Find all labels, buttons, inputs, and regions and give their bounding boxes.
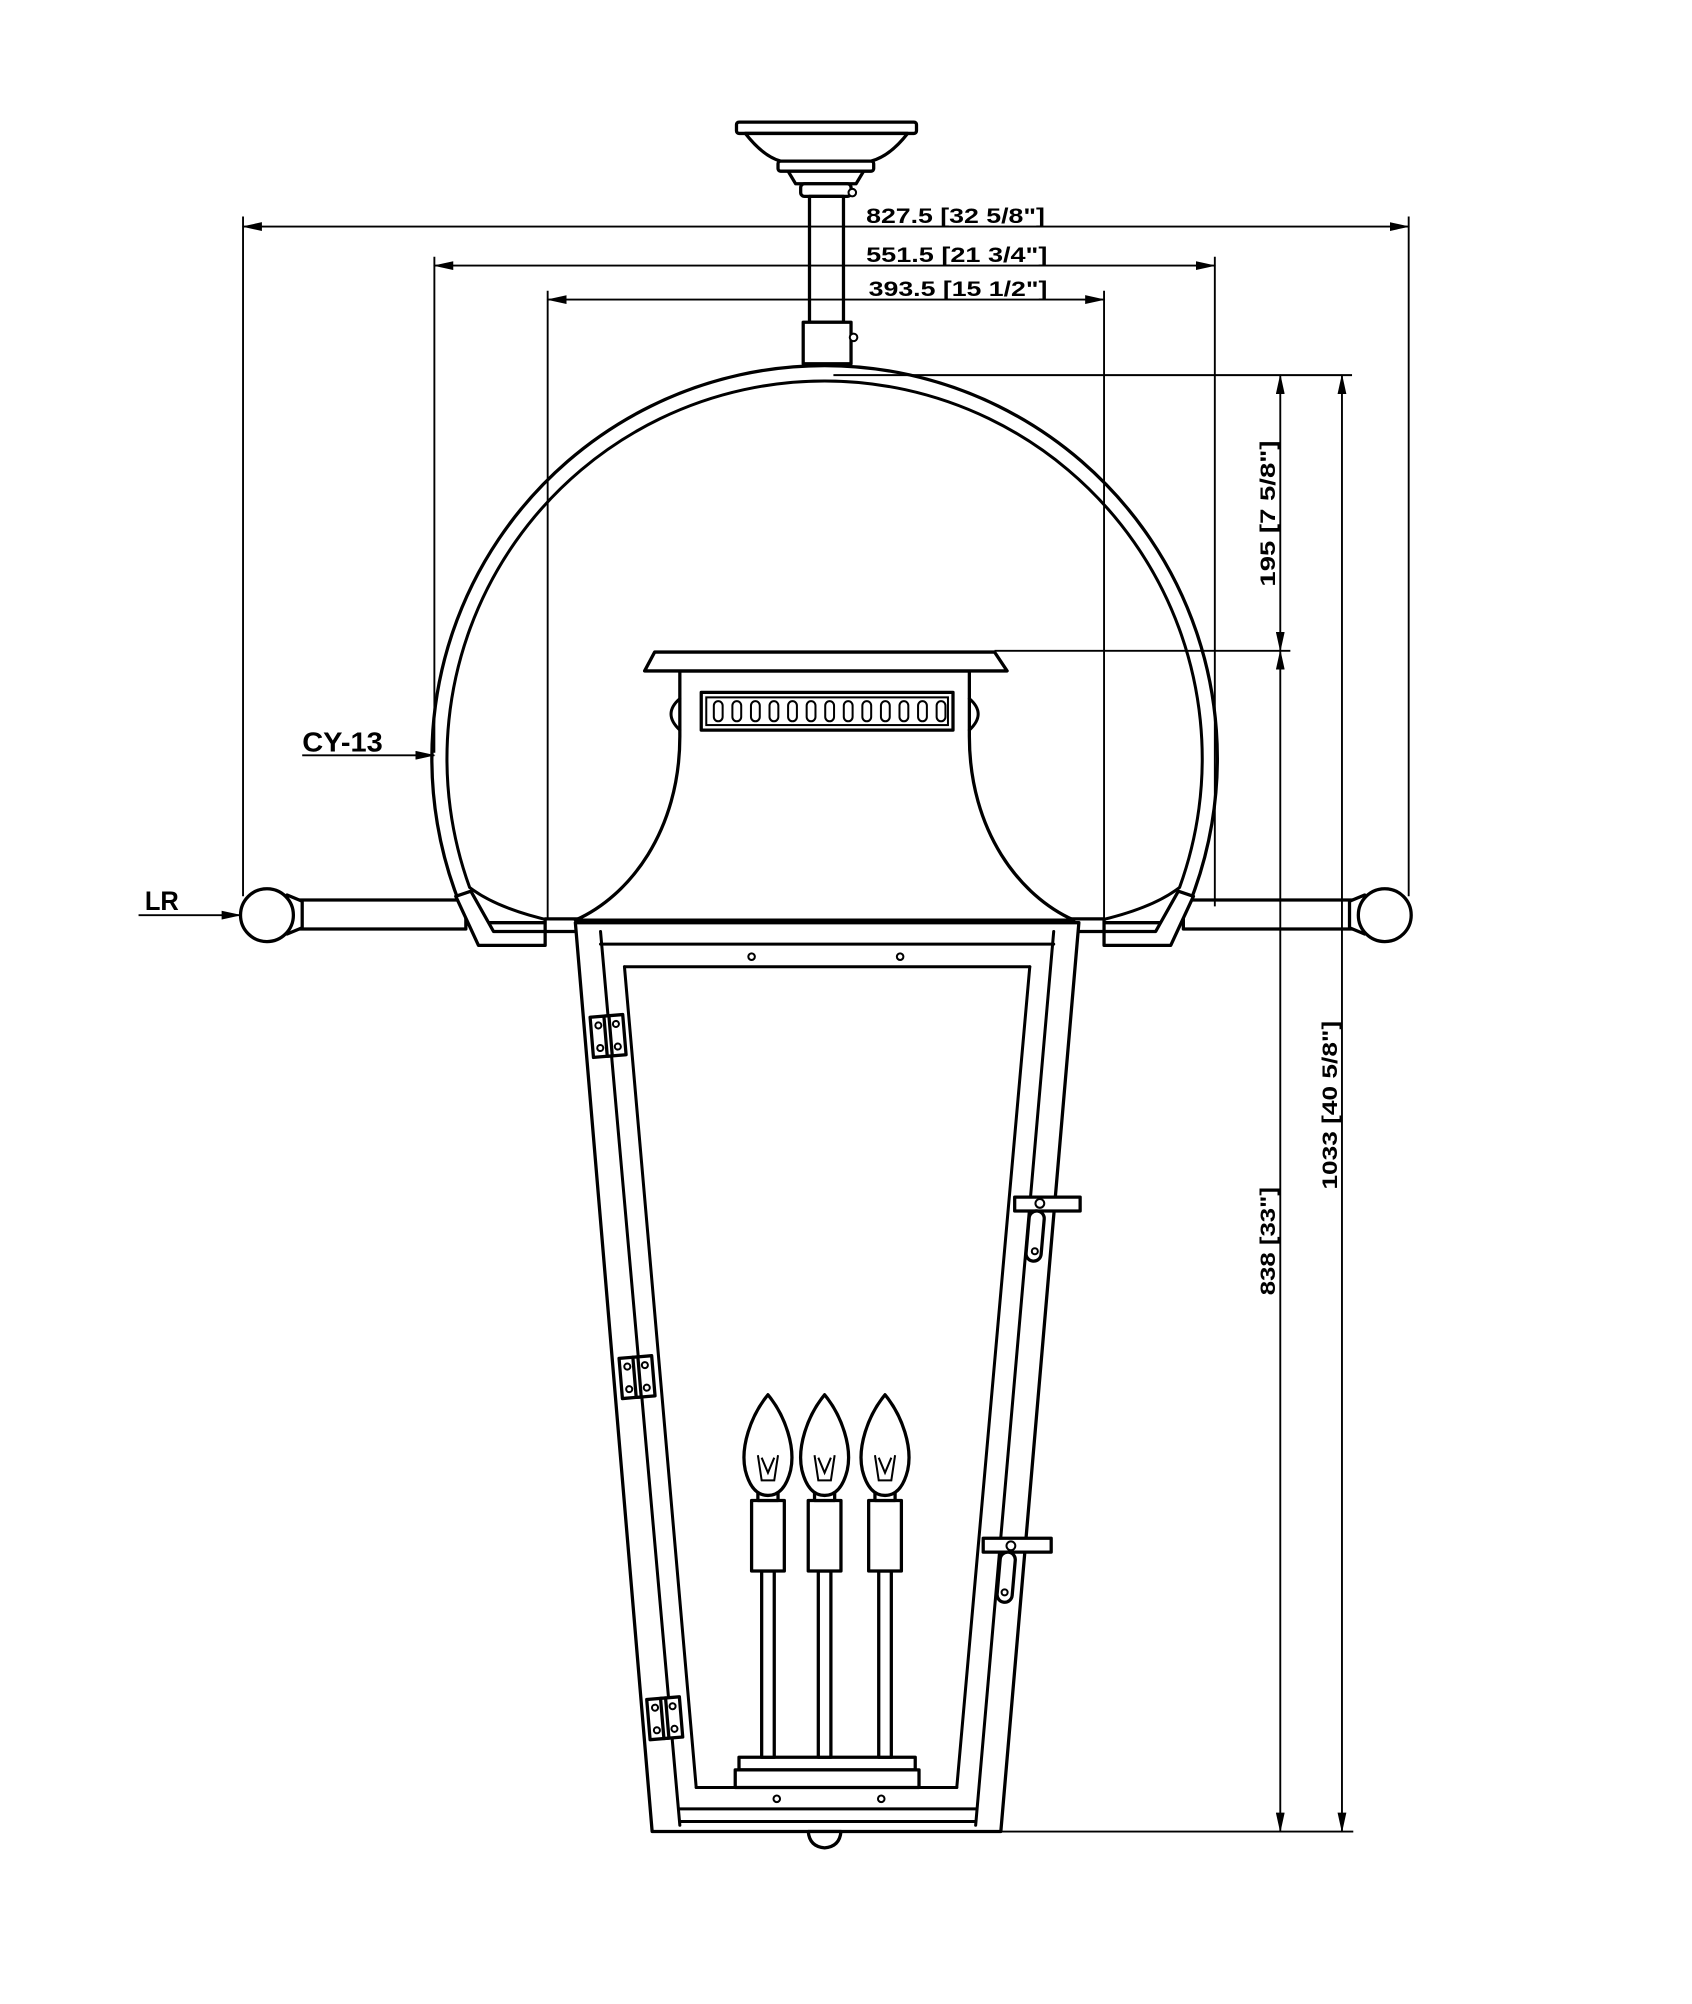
hinge-top <box>588 1012 628 1060</box>
flame-bulb <box>799 1393 851 1498</box>
lantern-height-label: 838 [33"] <box>1256 1187 1280 1295</box>
fitter-top-plate <box>642 650 1009 673</box>
fitter-bowl <box>573 650 1076 922</box>
rivet <box>772 1794 782 1804</box>
fitter-ear-left <box>669 697 682 732</box>
candle-sleeve <box>806 1498 843 1573</box>
candle-rod <box>816 1569 833 1759</box>
vent-slot <box>861 700 873 723</box>
rivet <box>895 952 905 961</box>
bulb-filament <box>873 1455 897 1482</box>
vent-slot <box>898 700 910 723</box>
rivet <box>747 952 756 961</box>
hinge-bottom <box>645 1695 685 1742</box>
flame-bulb <box>859 1393 911 1498</box>
candle-cluster <box>733 1393 921 1790</box>
candle-rod <box>877 1569 893 1759</box>
bulb-filament <box>813 1455 836 1482</box>
dimension-labels: 827.5 [32 5/8"] 551.5 [21 3/4"] 393.5 [1… <box>145 204 1342 1295</box>
lantern-cage <box>573 921 1081 1850</box>
vent-slot <box>712 700 724 723</box>
dimension-lines <box>138 216 1410 1833</box>
ceiling-canopy <box>734 120 919 199</box>
candle <box>799 1393 851 1759</box>
candle-sleeve <box>867 1498 904 1573</box>
dome-shade <box>430 363 1219 947</box>
hinge-middle <box>617 1354 657 1401</box>
vent-slot <box>768 700 780 723</box>
candle <box>742 1393 794 1759</box>
vent-slot <box>749 700 761 723</box>
arm-ball-right <box>1356 887 1413 944</box>
candle-base-plate <box>737 1755 917 1772</box>
hanging-stem <box>801 194 859 366</box>
vent-slot <box>879 700 891 723</box>
vent-slot <box>805 700 817 723</box>
fitter-ear-right <box>967 697 980 732</box>
door-latch-upper <box>1013 1195 1082 1263</box>
dome-part-callout: CY-13 <box>302 727 383 758</box>
candle-rod <box>760 1569 776 1759</box>
candle <box>859 1393 911 1759</box>
vent-slot <box>824 700 836 723</box>
vent-slot <box>935 700 947 723</box>
dome-height-label: 195 [7 5/8"] <box>1256 441 1280 587</box>
candle-sleeve <box>749 1498 786 1573</box>
flame-bulb <box>742 1393 794 1498</box>
right-door-edge <box>955 965 1032 1789</box>
arm-ball-left <box>238 887 296 944</box>
bulb-filament <box>756 1455 780 1482</box>
rivet <box>876 1794 886 1804</box>
dome-width-label: 551.5 [21 3/4"] <box>866 243 1047 267</box>
vent-slot <box>917 700 928 723</box>
candle-base <box>733 1768 921 1790</box>
door-latch-lower <box>981 1536 1053 1604</box>
left-door-edge <box>622 965 698 1789</box>
mounting-arm <box>238 887 1413 944</box>
vent-slot <box>787 700 798 723</box>
vent-slot <box>842 700 854 723</box>
overall-height-label: 1033 [40 5/8"] <box>1318 1021 1342 1190</box>
arm-part-callout: LR <box>145 886 179 916</box>
vent-slot <box>731 700 743 723</box>
vent-panel <box>699 690 955 732</box>
right-post-inner <box>974 929 1056 1827</box>
lantern-width-label: 393.5 [15 1/2"] <box>869 277 1048 301</box>
overall-width-label: 827.5 [32 5/8"] <box>866 204 1045 228</box>
bottom-finial <box>806 1829 843 1850</box>
